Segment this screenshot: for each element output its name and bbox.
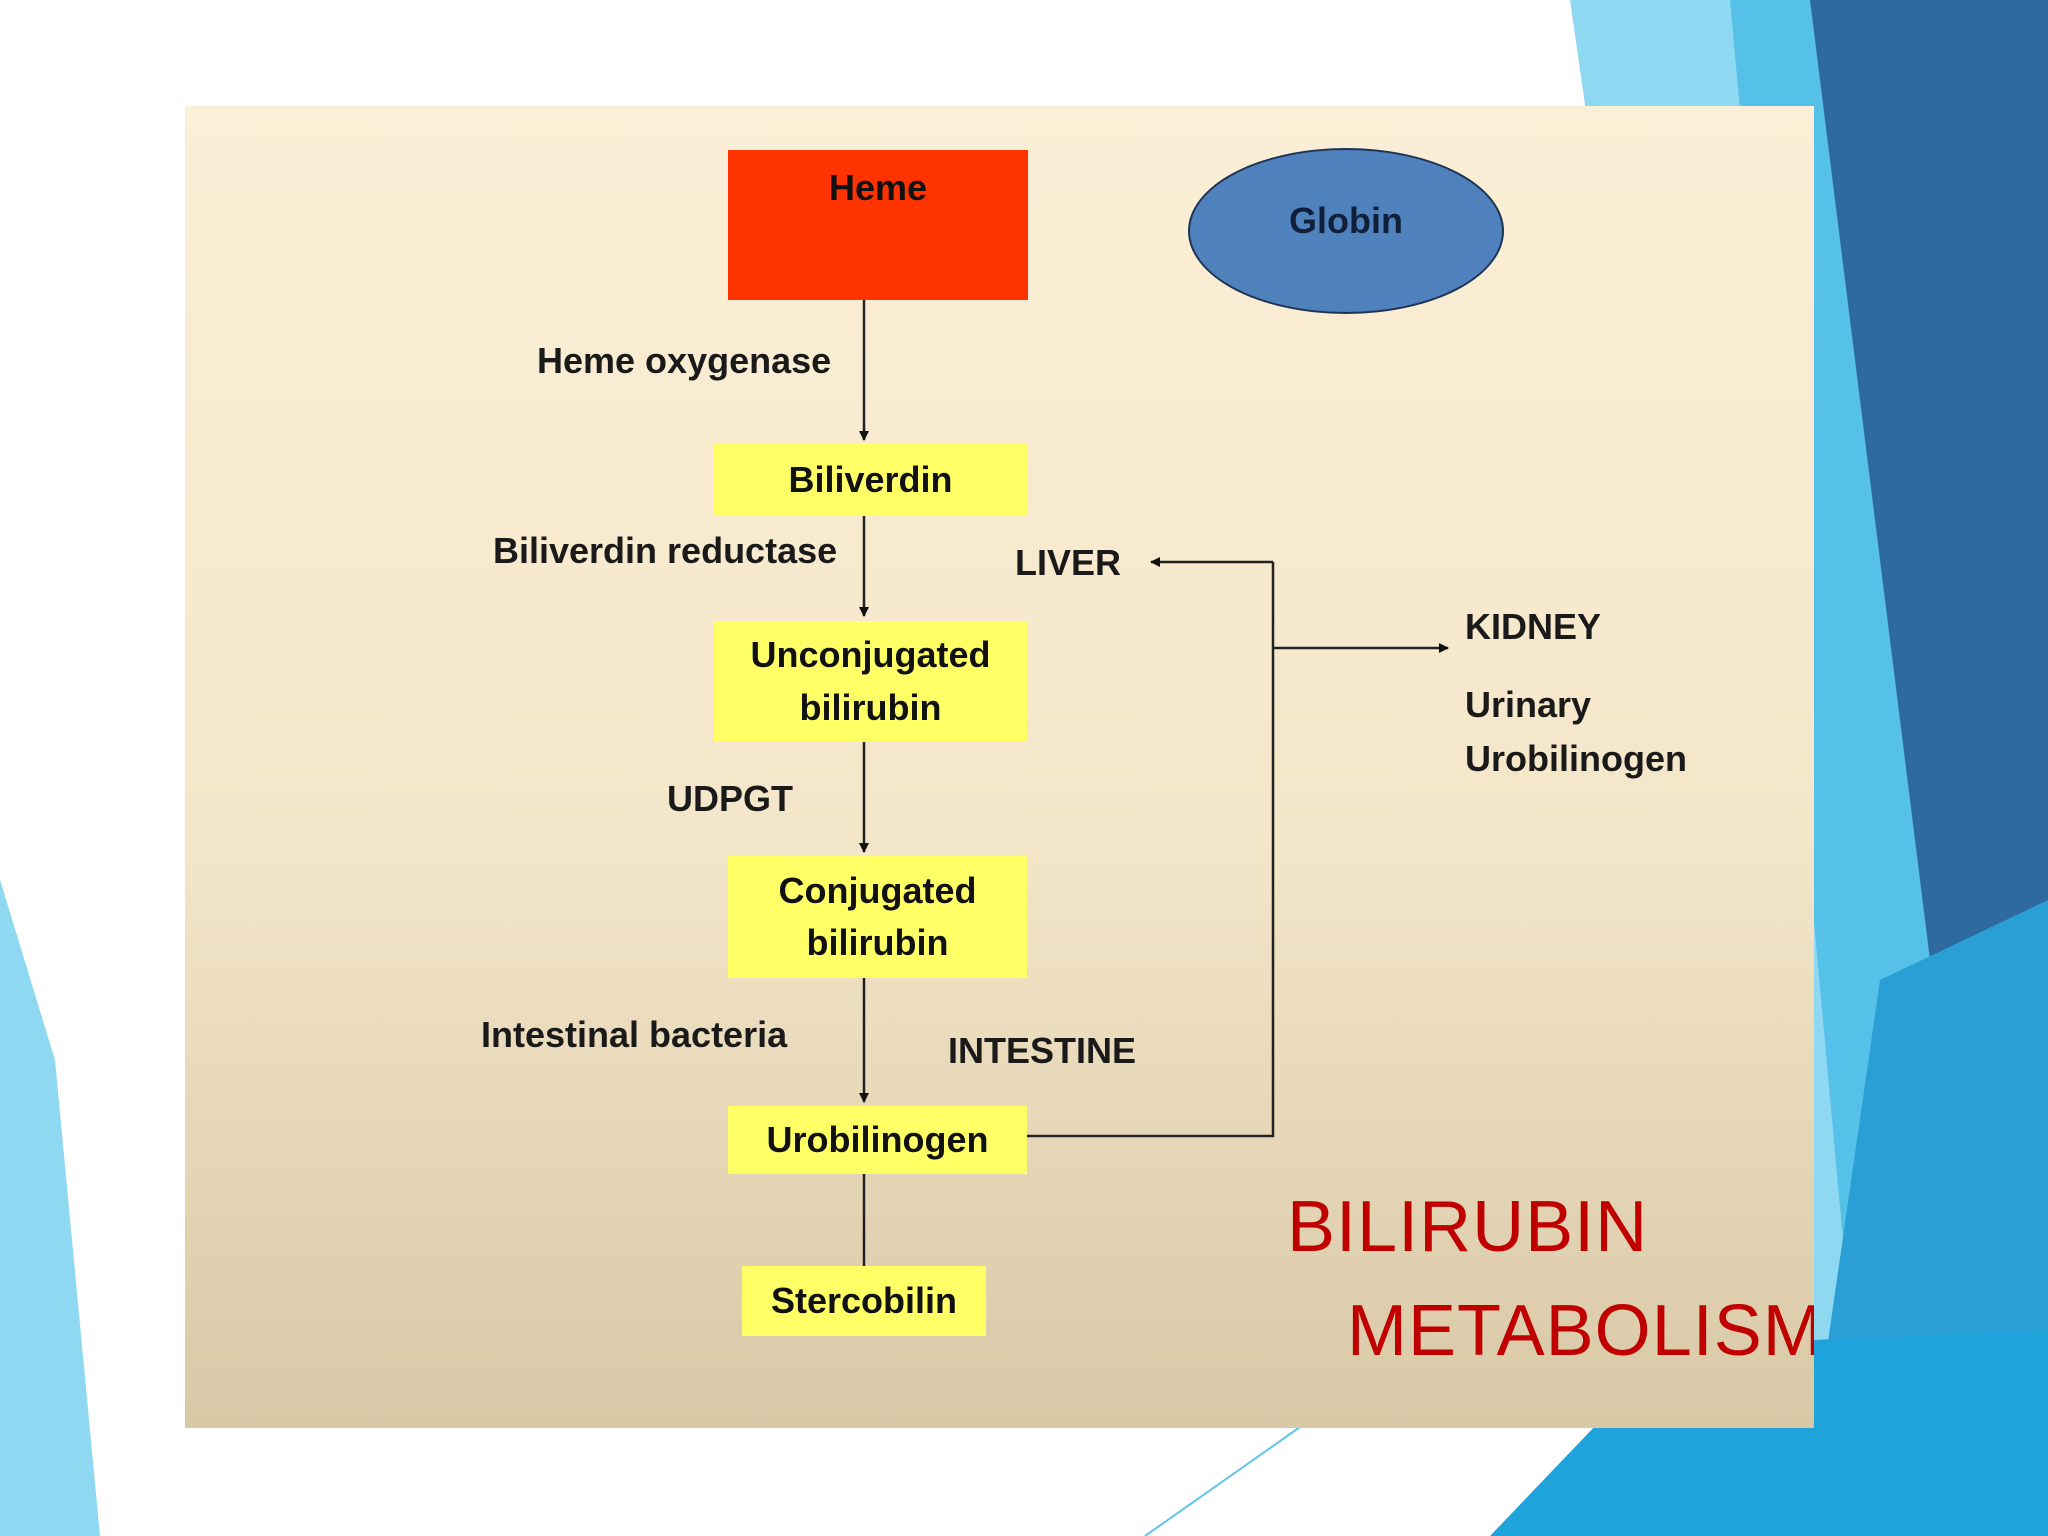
slide-title-line-2: METABOLISM bbox=[1347, 1291, 1814, 1371]
urinary-urobilinogen-label: Urinary Urobilinogen bbox=[1465, 684, 1687, 779]
enzyme-biliverdin-reductase: Biliverdin reductase bbox=[493, 530, 838, 571]
bg-shape-left-light bbox=[0, 880, 100, 1536]
slide-title-line-1: BILIRUBIN bbox=[1287, 1187, 1649, 1267]
conjugated-bilirubin-box: Conjugated bilirubin bbox=[728, 856, 1027, 978]
bg-thin-line bbox=[1144, 1419, 1311, 1536]
biliverdin-box: Biliverdin bbox=[714, 444, 1027, 516]
stercobilin-box: Stercobilin bbox=[742, 1266, 986, 1336]
line-urobilinogen-to-junction bbox=[1027, 562, 1275, 1138]
flow-connectors bbox=[859, 300, 1449, 1279]
urobilinogen-box: Urobilinogen bbox=[728, 1106, 1027, 1174]
enzyme-udpgt: UDPGT bbox=[667, 778, 793, 819]
bg-shape-bottom-right bbox=[1490, 1330, 2048, 1536]
diagram-panel: Heme Globin Heme oxygenase Biliverdin Bi… bbox=[185, 106, 1814, 1428]
enzyme-heme-oxygenase: Heme oxygenase bbox=[537, 340, 832, 381]
heme-box: Heme bbox=[728, 150, 1028, 300]
unconjugated-bilirubin-box: Unconjugated bilirubin bbox=[714, 621, 1027, 742]
globin-ellipse: Globin bbox=[1188, 148, 1504, 314]
organ-liver-label: LIVER bbox=[1015, 542, 1122, 583]
organ-intestine-label: INTESTINE bbox=[948, 1030, 1137, 1071]
enzyme-intestinal-bacteria: Intestinal bacteria bbox=[481, 1014, 788, 1055]
organ-kidney-label: KIDNEY bbox=[1465, 606, 1602, 647]
